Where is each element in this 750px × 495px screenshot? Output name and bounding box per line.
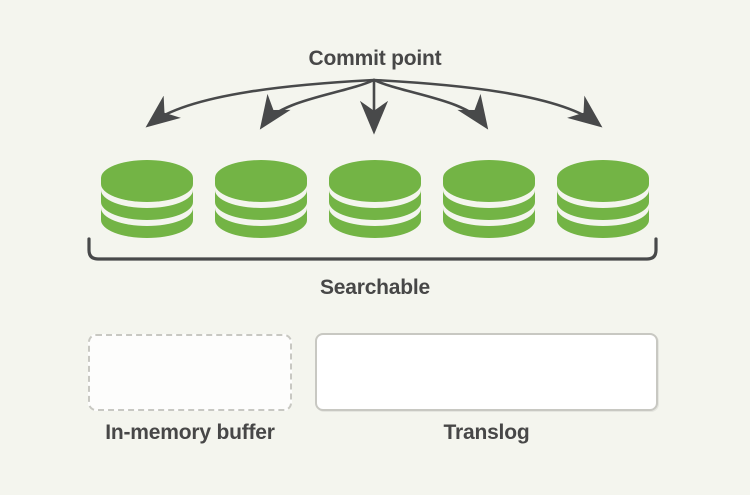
segment-5-database-icon <box>557 160 649 238</box>
translog-label: Translog <box>443 421 530 444</box>
segment-4-database-icon <box>443 160 535 238</box>
segment-2-database-icon <box>215 160 307 238</box>
commit-point-label: Commit point <box>308 47 442 70</box>
in-memory-buffer-label: In-memory buffer <box>105 421 275 444</box>
segment-1-database-icon <box>101 160 193 238</box>
searchable-label: Searchable <box>319 276 431 299</box>
arrow-to-segment-2-icon <box>259 78 376 130</box>
searchable-bracket <box>87 237 658 261</box>
arrow-to-segment-4-icon <box>372 78 489 130</box>
segments-row <box>101 160 649 238</box>
segment-3-database-icon <box>329 160 421 238</box>
translog-box <box>315 333 658 411</box>
in-memory-buffer-box <box>88 334 292 411</box>
arrow-to-segment-5-icon <box>372 78 603 128</box>
commit-point-fan <box>145 78 603 135</box>
arrow-to-segment-1-icon <box>145 78 376 128</box>
